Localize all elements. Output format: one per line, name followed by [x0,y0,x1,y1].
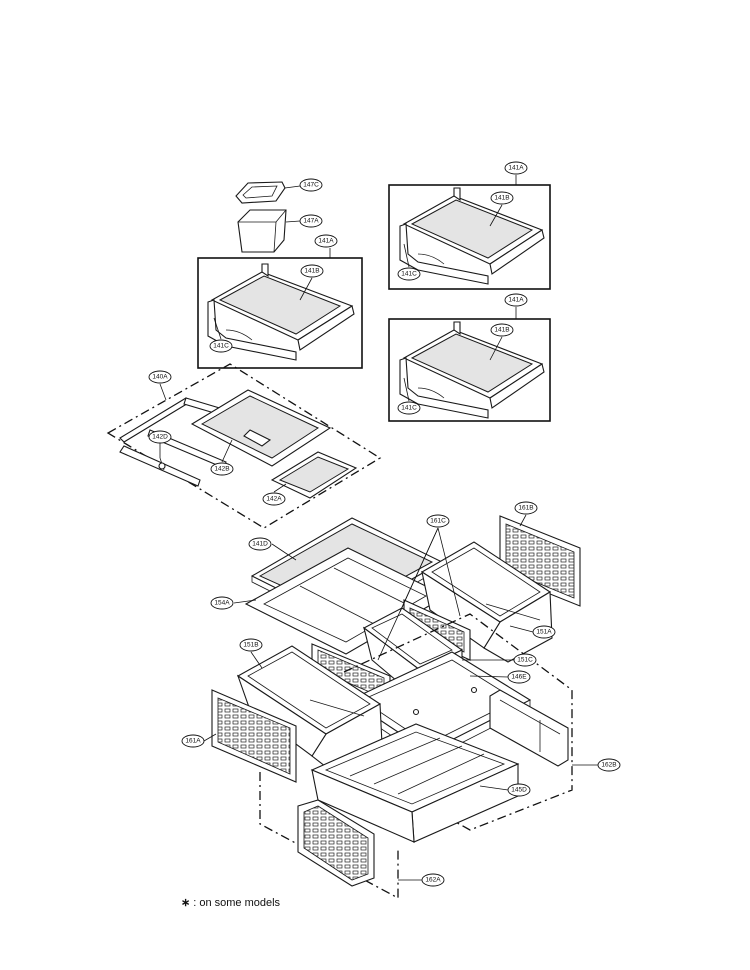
egg-tray [237,209,287,253]
svg-text:161B: 161B [518,505,533,512]
svg-text:142A: 142A [266,496,282,503]
callout-161B: 161B [514,501,538,515]
callout-147C: 147C [299,178,323,192]
shelf-assembly-upper-right [388,184,551,290]
callout-142A: 142A [262,492,286,506]
callout-145D: 145D [507,783,531,797]
callout-141A: 141A [314,234,338,248]
svg-text:146E: 146E [511,674,527,681]
svg-text:141A: 141A [508,297,524,304]
bottom-frame [259,772,399,900]
callout-162B: 162B [597,758,621,772]
callout-154A: 154A [210,596,234,610]
callout-151B: 151B [239,638,263,652]
svg-text:151C: 151C [517,657,533,664]
svg-text:141D: 141D [252,541,268,548]
drawer-base-tray [310,723,520,843]
callout-161A: 161A [181,734,205,748]
svg-text:141C: 141C [401,271,417,278]
callout-141A: 141A [504,161,528,175]
callout-140A: 140A [148,370,172,384]
footnote: ∗: on some models [181,896,280,909]
callout-141B: 141B [300,264,324,278]
svg-text:147A: 147A [303,218,319,225]
svg-text:140A: 140A [152,374,168,381]
leader-lines [159,175,598,881]
svg-text:141A: 141A [318,238,334,245]
svg-text:141C: 141C [401,405,417,412]
left-side-rack [211,689,297,783]
callout-141C: 141C [209,339,233,353]
callout-141B: 141B [490,323,514,337]
svg-text:151B: 151B [243,642,258,649]
svg-text:141B: 141B [494,195,509,202]
svg-text:151A: 151A [536,629,552,636]
svg-text:141C: 141C [213,343,229,350]
sliding-shelf-assembly [106,363,382,529]
shelf-assembly-lower-right [388,318,551,422]
callout-161C: 161C [426,514,450,528]
svg-text:145D: 145D [511,787,527,794]
svg-text:141A: 141A [508,165,524,172]
svg-text:142D: 142D [152,434,168,441]
callout-151C: 151C [513,653,537,667]
svg-text:162A: 162A [425,877,441,884]
callout-151A: 151A [532,625,556,639]
svg-text:154A: 154A [214,600,230,607]
svg-text:142B: 142B [214,466,229,473]
callout-141C: 141C [397,401,421,415]
callout-142D: 142D [148,430,172,444]
callout-141D: 141D [248,537,272,551]
asterisk-symbol: ∗ [181,897,191,909]
callout-141C: 141C [397,267,421,281]
right-side-rack [499,515,581,607]
svg-text:162B: 162B [601,762,616,769]
svg-text:141B: 141B [304,268,319,275]
callout-162A: 162A [421,873,445,887]
callout-142B: 142B [210,462,234,476]
callout-147A: 147A [299,214,323,228]
callouts: 147C 147A 141A 141B 141C 141A 141B 141C … [148,161,621,887]
callout-141A: 141A [504,293,528,307]
right-crisper-drawer [420,541,553,663]
left-crisper-drawer [236,645,383,771]
svg-text:147C: 147C [303,182,319,189]
svg-text:141B: 141B [494,327,509,334]
footnote-text: : on some models [193,897,281,909]
egg-tray-cover [235,181,286,204]
svg-text:161C: 161C [430,518,446,525]
svg-text:161A: 161A [185,738,201,745]
shelf-assembly-left [197,257,363,369]
callout-141B: 141B [490,191,514,205]
callout-146E: 146E [507,670,531,684]
